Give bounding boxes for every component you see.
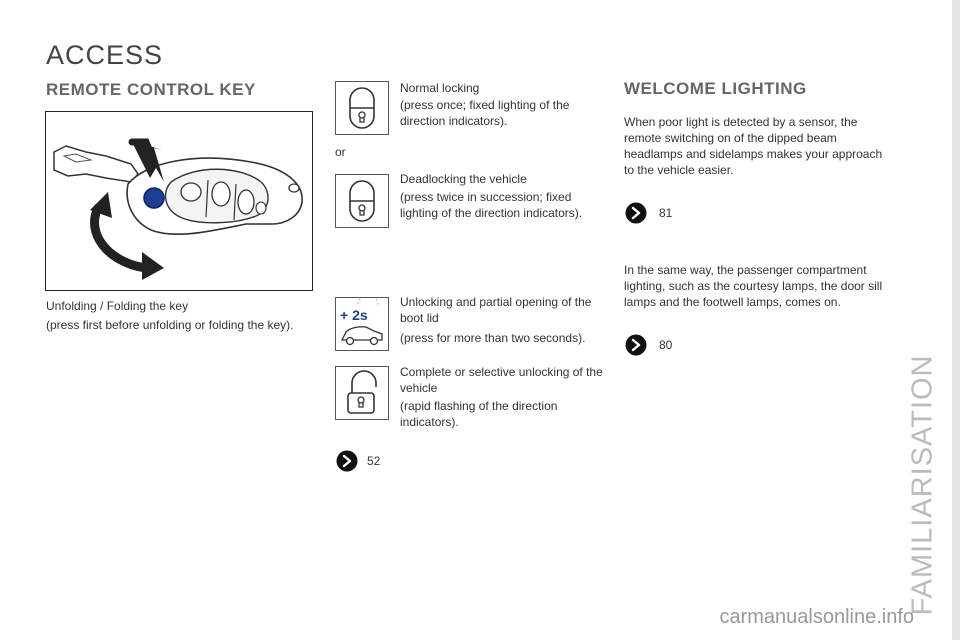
lock-button-icon (335, 81, 389, 135)
unlock-button-icon (335, 366, 389, 420)
boot-timer-label: + 2s (340, 307, 368, 323)
page-edge-bar (952, 0, 960, 640)
boot-button-icon: + 2s (335, 297, 389, 351)
page-reference-number: 80 (659, 338, 673, 352)
welcome-lighting-heading: WELCOME LIGHTING (624, 79, 807, 98)
unlocking-detail: (rapid flashing of the direction indicat… (400, 399, 558, 429)
section-side-label-text: FAMILIARISATION (906, 354, 939, 616)
welcome-lighting-paragraph-1: When poor light is detected by a sensor,… (624, 115, 883, 177)
page-reference-icon (625, 334, 647, 356)
welcome-lighting-paragraph-2: In the same way, the passenger compartme… (624, 263, 883, 309)
page-reference-number: 52 (367, 454, 381, 468)
normal-locking-detail: (press once; fixed lighting of the direc… (400, 98, 570, 128)
page-reference-icon (625, 202, 647, 224)
page-reference-number: 81 (659, 206, 673, 220)
section-side-label: FAMILIARISATION (907, 354, 939, 615)
boot-unlock-detail: (press for more than two seconds). (400, 331, 586, 345)
deadlocking-title: Deadlocking the vehicle (400, 172, 527, 186)
deadlocking-detail: (press twice in succession; fixed lighti… (400, 190, 583, 220)
normal-locking-title: Normal locking (400, 81, 480, 95)
boot-unlock-title: Unlocking and partial opening of the boo… (400, 295, 592, 325)
key-illustration (45, 111, 313, 291)
key-caption-action: Unfolding / Folding the key (46, 299, 189, 313)
watermark: carmanualsonline.info (719, 606, 914, 628)
key-caption-detail: (press first before unfolding or folding… (46, 318, 294, 332)
deadlock-button-icon (335, 174, 389, 228)
page-reference-icon (336, 450, 358, 472)
or-separator: or (335, 145, 346, 159)
remote-key-image (53, 138, 303, 280)
unlocking-title: Complete or selective unlocking of the v… (400, 365, 603, 395)
page-title: ACCESS (46, 40, 164, 70)
remote-key-heading: REMOTE CONTROL KEY (46, 80, 256, 99)
